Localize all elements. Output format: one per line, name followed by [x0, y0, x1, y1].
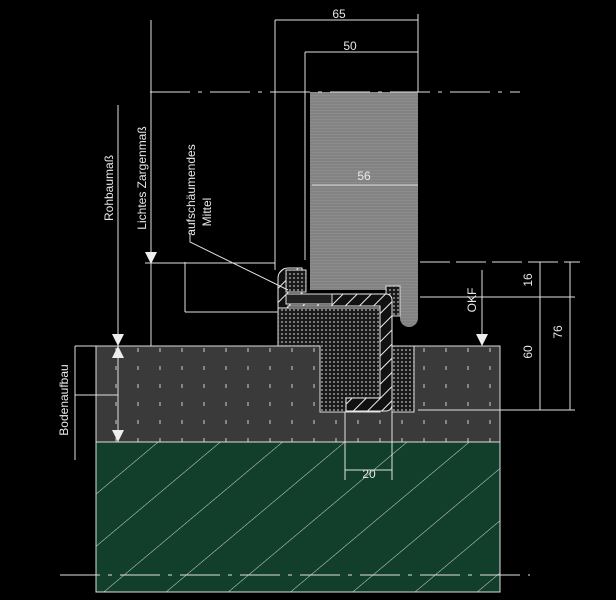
okf-arrow	[476, 334, 488, 346]
okf-label: OKF	[465, 288, 479, 313]
dim-20: 20	[362, 467, 376, 481]
boden-arrow-top	[112, 346, 124, 358]
dim-76: 76	[551, 325, 565, 339]
rohbau-arrow	[112, 334, 124, 346]
door-leaf	[310, 92, 418, 327]
zargen-arrow	[145, 252, 157, 264]
dim-65: 65	[332, 7, 346, 21]
floor-build-up	[95, 345, 501, 443]
gasket	[285, 293, 333, 305]
rohbaumass-label: Rohbaumaß	[102, 155, 116, 221]
dim-56: 56	[357, 169, 371, 183]
bodenaufbau-label: Bodenaufbau	[57, 364, 71, 435]
lichtes-zargenmass-label: Lichtes Zargenmaß	[135, 126, 149, 229]
anchor-fill	[391, 345, 415, 413]
dim-50: 50	[343, 39, 357, 53]
concrete-slab	[95, 441, 501, 593]
intumescent-strip	[285, 269, 307, 293]
foam-label-line1: aufschäumendes	[184, 144, 198, 235]
foam-label-line2: Mittel	[200, 198, 214, 227]
dim-60: 60	[521, 345, 535, 359]
dim-16: 16	[521, 273, 535, 287]
boden-arrow-bottom	[112, 430, 124, 442]
